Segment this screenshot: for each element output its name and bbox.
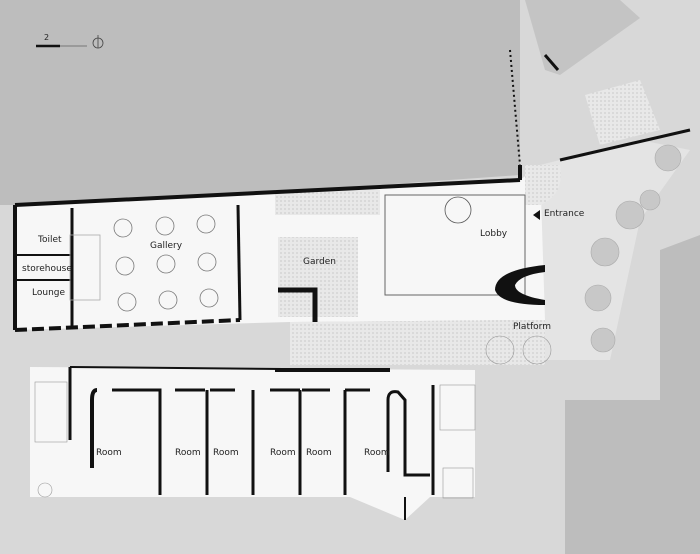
platform-area (290, 320, 545, 365)
room-label-lobby: Lobby (480, 229, 508, 239)
ground-floor-walls (13, 49, 691, 332)
room-label-storehouse: storehouse (22, 264, 72, 274)
lower-building-walls (68, 366, 435, 520)
room-label-toilet: Toilet (38, 235, 62, 245)
neighbor-building-northeast (525, 0, 640, 75)
room-label-room: Room (270, 448, 296, 458)
spiral-stair (444, 196, 472, 224)
entrance-arrow-icon (533, 210, 540, 220)
gallery-tables (69, 214, 219, 312)
room-label-room: Room (213, 448, 239, 458)
courtyard-strip (275, 190, 380, 215)
trees (584, 144, 682, 353)
room-label-room: Room (175, 448, 201, 458)
garden-area (278, 237, 358, 317)
lower-stairs (34, 381, 476, 499)
stairs-exterior (585, 80, 660, 145)
room-label-platform: Platform (513, 322, 551, 332)
room-label-room: Room (96, 448, 122, 458)
entrance-canopy (525, 165, 561, 205)
platform-trees (485, 335, 552, 365)
neighbor-building-east (565, 235, 700, 554)
room-label-entrance: Entrance (544, 209, 585, 219)
room-label-gallery: Gallery (150, 241, 183, 251)
lobby-stair-wall (495, 265, 545, 305)
scale-bar-label: 2 (44, 33, 50, 42)
neighbor-building-north (0, 0, 520, 205)
room-label-room: Room (364, 448, 390, 458)
room-label-lounge: Lounge (32, 288, 66, 298)
room-label-room: Room (306, 448, 332, 458)
north-arrow-icon (92, 35, 104, 49)
room-label-garden: Garden (303, 257, 336, 267)
